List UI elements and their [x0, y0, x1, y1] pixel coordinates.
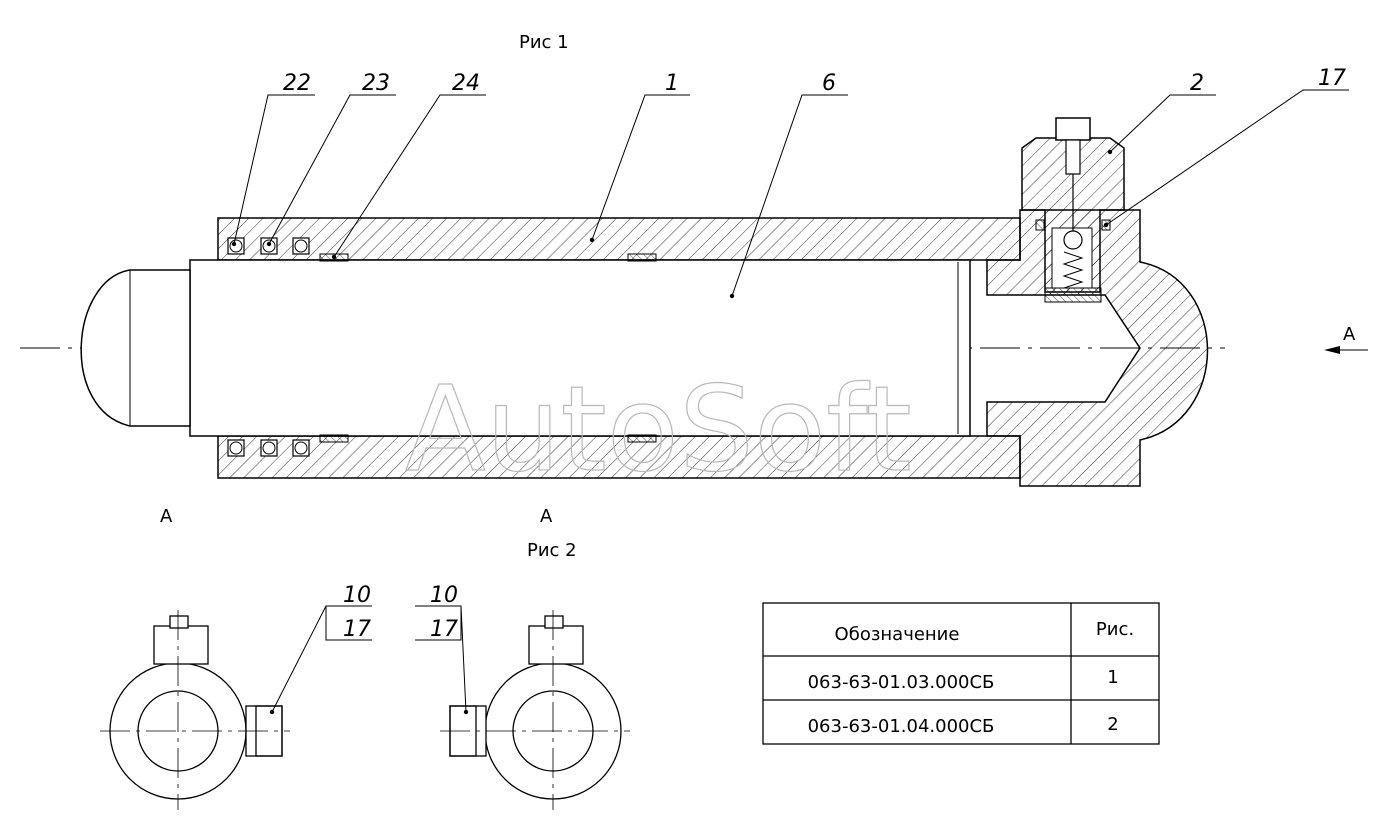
callout-6: 6 [822, 71, 836, 96]
fig2-right-view [440, 610, 630, 810]
callout-22: 22 [283, 71, 311, 96]
callout-10-left: 10 [343, 583, 371, 608]
figure1-caption: Рис 1 [519, 32, 569, 53]
leader-dot-fig2-left [269, 709, 275, 715]
table-header-designation: Обозначение [835, 624, 960, 645]
valve-plug [1044, 287, 1102, 303]
table-row2-figure: 2 [1107, 714, 1118, 735]
barrel-top-wall [217, 217, 1021, 261]
table-row1-figure: 1 [1107, 667, 1118, 688]
cylinder-head [986, 209, 1209, 487]
check-ball [1063, 230, 1083, 250]
leaders-fig1 [233, 89, 1349, 297]
watermark: AutoSoft [405, 360, 912, 498]
callout-10-right: 10 [430, 583, 458, 608]
callout-17: 17 [1318, 66, 1346, 91]
valve-stem [1065, 139, 1081, 175]
callout-23: 23 [362, 71, 390, 96]
spring [1062, 251, 1084, 289]
table-row2-designation: 063-63-01.04.000СБ [808, 716, 995, 737]
leader-dots [231, 149, 1113, 299]
callout-17-right: 17 [430, 617, 458, 642]
leaders-fig2-left [271, 605, 372, 713]
callout-17-left: 17 [343, 617, 371, 642]
valve-screw-head [1055, 117, 1091, 141]
table-header-figure: Рис. [1096, 619, 1134, 640]
seal-17-left [1035, 219, 1045, 231]
callout-1: 1 [665, 71, 679, 96]
section-letter-right: A [1343, 324, 1356, 345]
plunger-rod [189, 259, 971, 437]
seals-bottom [227, 434, 657, 457]
leader-dot-fig2-right [463, 709, 469, 715]
table-row1-designation: 063-63-01.03.000СБ [808, 672, 995, 693]
section-letter-middle: A [540, 506, 553, 527]
leaders-fig2-right [415, 605, 467, 713]
designation-table: Обозначение Рис. 063-63-01.03.000СБ 1 06… [762, 602, 1160, 745]
barrel-bottom-wall [217, 435, 1021, 479]
fig2-left-view [100, 610, 290, 810]
section-arrowhead [1324, 346, 1340, 354]
section-letter-left: A [160, 506, 173, 527]
callout-2: 2 [1190, 71, 1204, 96]
callout-24: 24 [452, 71, 480, 96]
plunger-dome [80, 269, 191, 427]
figure2-caption: Рис 2 [527, 540, 577, 561]
